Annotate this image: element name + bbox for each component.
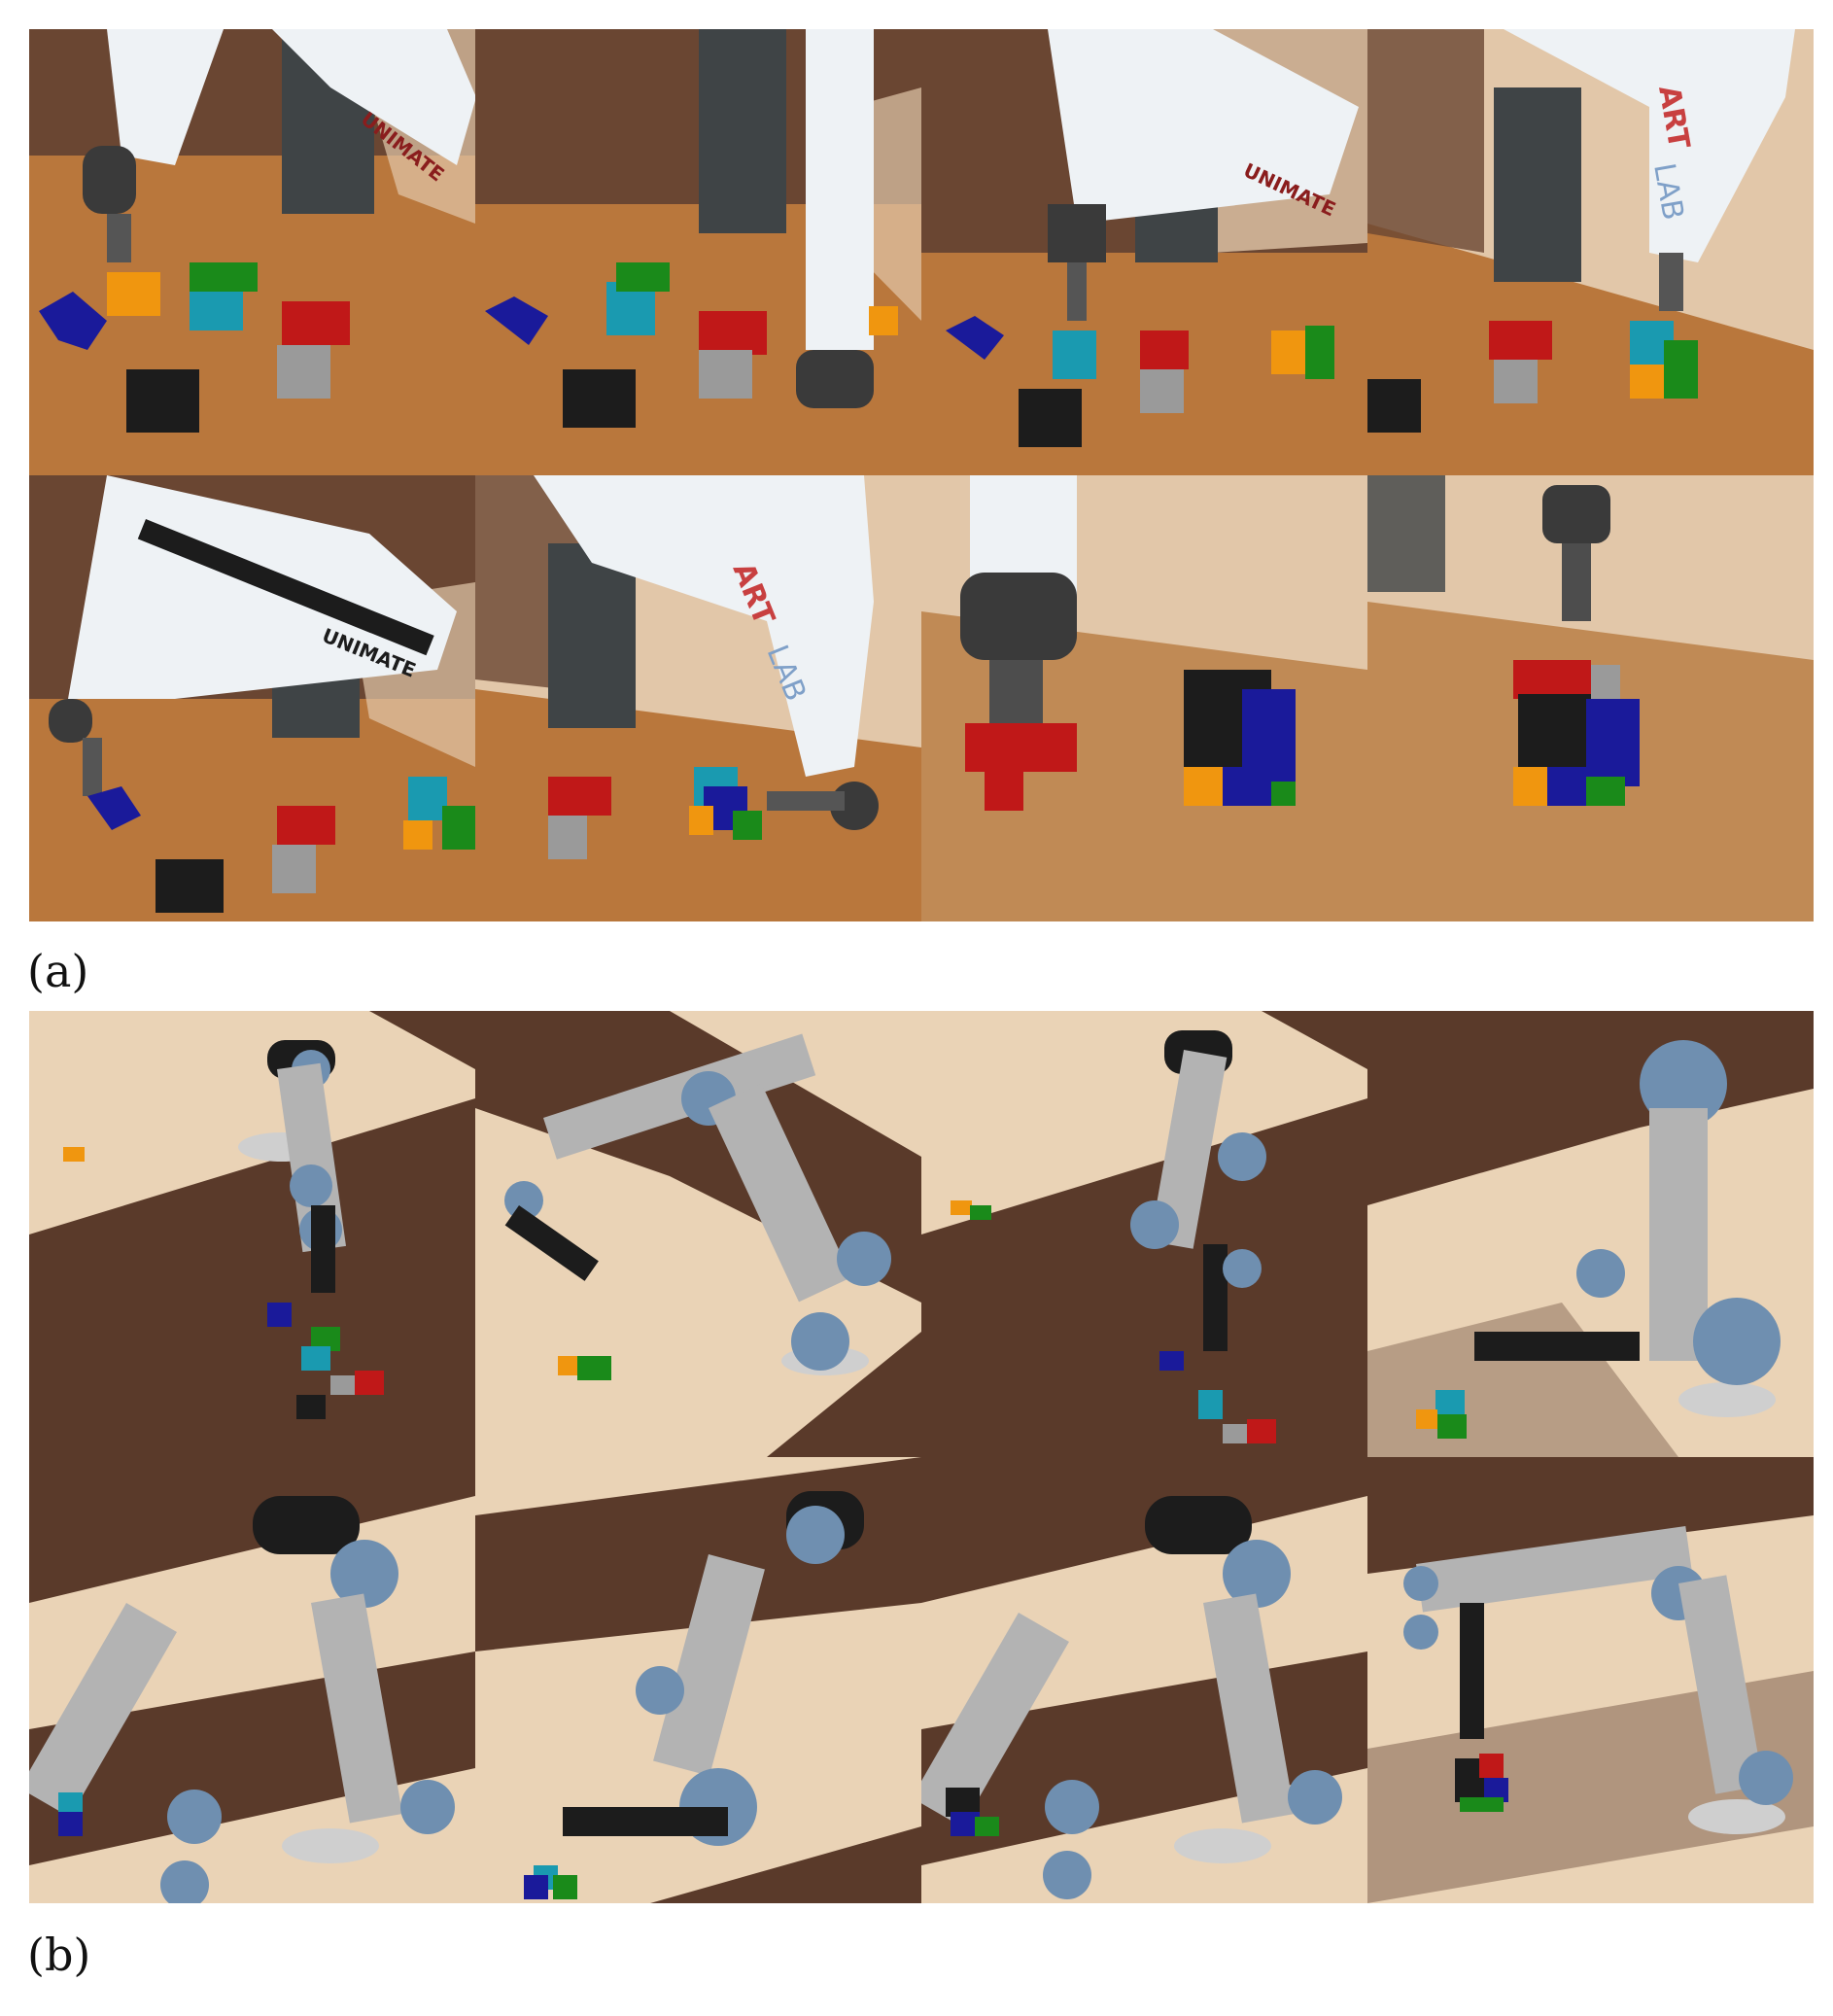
tetris-pieces xyxy=(1367,321,1698,433)
tetris-pieces xyxy=(1455,1754,1508,1812)
tetris-pieces xyxy=(87,777,475,913)
tetris-pieces xyxy=(946,316,1334,447)
panel-b-frame-6 xyxy=(475,1457,921,1903)
tetris-pieces xyxy=(548,767,762,859)
panel-a-frame-3-image: UNIMATE xyxy=(921,29,1367,475)
tetris-pieces xyxy=(524,1865,577,1899)
panel-a-frame-5: UNIMATE xyxy=(29,475,475,921)
panel-b-frame-4-image xyxy=(1367,1011,1814,1457)
tetris-pieces xyxy=(946,1788,999,1836)
tetris-pieces xyxy=(1159,1351,1276,1443)
tetris-pieces xyxy=(558,1356,611,1380)
panel-b-frame-5-image xyxy=(29,1457,475,1903)
tetris-pieces xyxy=(58,1792,83,1836)
panel-a-grid: UNIMATE xyxy=(29,29,1814,921)
panel-a-frame-1: UNIMATE xyxy=(29,29,475,475)
panel-b-frame-3-image xyxy=(921,1011,1367,1457)
panel-b-frame-2-image xyxy=(475,1011,921,1457)
tetris-pieces xyxy=(39,262,350,433)
panel-a-frame-6-image: ART LAB xyxy=(475,475,921,921)
panel-b-frame-1 xyxy=(29,1011,475,1457)
tetris-pieces xyxy=(267,1303,384,1419)
panel-b-frame-7 xyxy=(921,1457,1367,1903)
panel-a-frame-5-image: UNIMATE xyxy=(29,475,475,921)
panel-a-frame-6: ART LAB xyxy=(475,475,921,921)
tetris-pieces xyxy=(965,670,1296,811)
panel-a-frame-4-image: ART LAB xyxy=(1367,29,1814,475)
panel-b-frame-2 xyxy=(475,1011,921,1457)
panel-b-frame-1-image xyxy=(29,1011,475,1457)
panel-b-grid xyxy=(29,1011,1814,1903)
tetris-pieces xyxy=(1513,660,1640,806)
panel-a-frame-4: ART LAB xyxy=(1367,29,1814,475)
panel-b-label: (b) xyxy=(27,1929,91,1981)
panel-b-frame-8-image xyxy=(1367,1457,1814,1903)
panel-a-frame-2 xyxy=(475,29,921,475)
panel-b-frame-4 xyxy=(1367,1011,1814,1457)
tetris-pieces xyxy=(1416,1390,1467,1439)
tetris-pieces xyxy=(485,262,898,428)
panel-b-frame-7-image xyxy=(921,1457,1367,1903)
panel-a-frame-2-image xyxy=(475,29,921,475)
panel-a-frame-3: UNIMATE xyxy=(921,29,1367,475)
panel-b-frame-6-image xyxy=(475,1457,921,1903)
panel-a-frame-8-image xyxy=(1367,475,1814,921)
panel-b-frame-5 xyxy=(29,1457,475,1903)
panel-a-frame-1-image: UNIMATE xyxy=(29,29,475,475)
panel-b-frame-8 xyxy=(1367,1457,1814,1903)
panel-a-frame-7 xyxy=(921,475,1367,921)
panel-a-frame-8 xyxy=(1367,475,1814,921)
panel-a-frame-7-image xyxy=(921,475,1367,921)
panel-a-label: (a) xyxy=(27,945,89,997)
panel-b-frame-3 xyxy=(921,1011,1367,1457)
